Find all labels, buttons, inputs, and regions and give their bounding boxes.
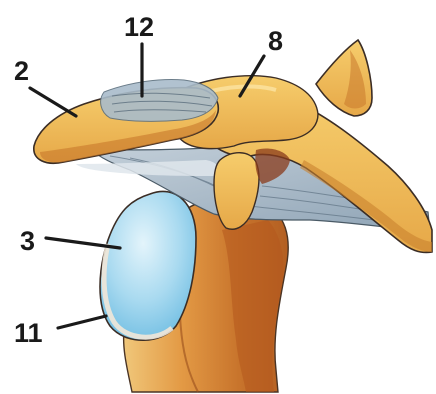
label-11: 11 (14, 318, 43, 348)
subacromial-space (76, 160, 220, 176)
label-2: 2 (14, 56, 29, 86)
label-8: 8 (268, 26, 283, 56)
leader-line-11 (58, 316, 106, 328)
label-3: 3 (20, 226, 35, 256)
label-12: 12 (124, 12, 154, 42)
acromioclavicular-ligament (101, 80, 218, 122)
leader-line-2 (30, 88, 76, 116)
